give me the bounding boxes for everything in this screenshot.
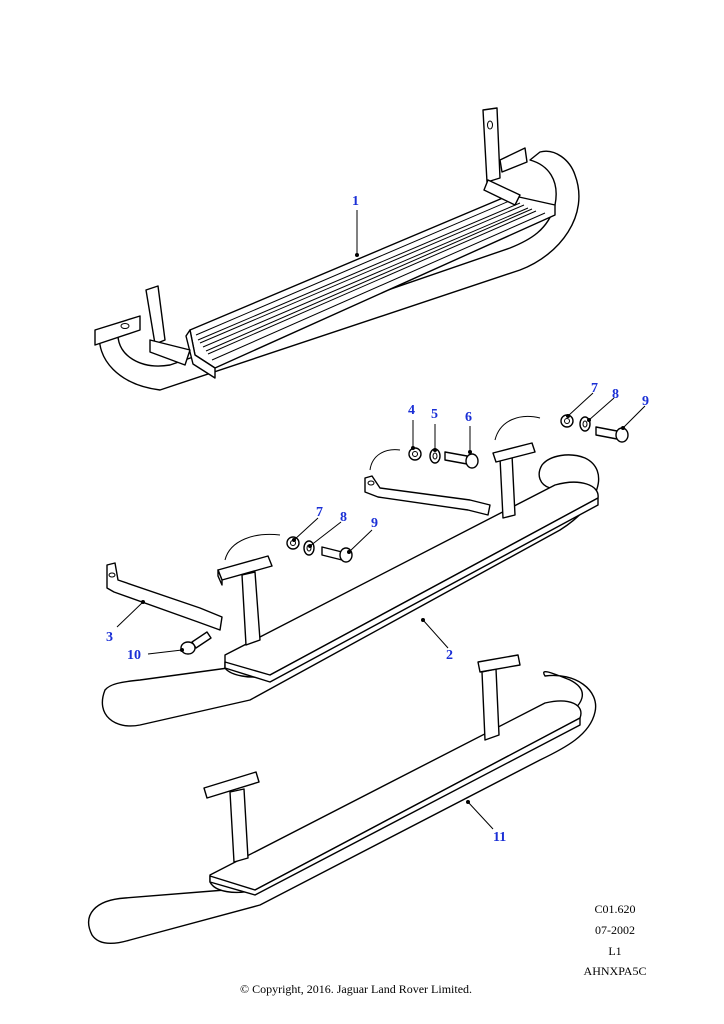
diagram-revision: L1 xyxy=(608,944,622,958)
fastener-bolt-9b xyxy=(321,546,353,563)
callout-9b: 9 xyxy=(371,516,378,531)
callout-9a: 9 xyxy=(642,394,649,409)
fastener-bolt-9a xyxy=(595,426,629,443)
callout-10: 10 xyxy=(127,648,141,663)
copyright-notice: © Copyright, 2016. Jaguar Land Rover Lim… xyxy=(239,982,473,996)
callout-11: 11 xyxy=(493,830,506,845)
side-step-assembly xyxy=(101,416,600,727)
fastener-bolt-10 xyxy=(180,631,212,655)
leader-lines xyxy=(116,210,646,830)
fastener-bolt-6 xyxy=(444,451,479,469)
callout-4: 4 xyxy=(408,403,415,418)
callout-1: 1 xyxy=(352,194,359,209)
diagram-code: AHNXPA5C xyxy=(583,964,647,978)
callout-3: 3 xyxy=(106,630,113,645)
mounting-brace xyxy=(106,562,223,631)
diagram-reference: C01.620 xyxy=(594,902,636,916)
callout-2: 2 xyxy=(446,648,453,663)
side-step-assembly-lower xyxy=(87,654,597,945)
callout-8a: 8 xyxy=(612,387,619,402)
callout-7b: 7 xyxy=(316,505,323,520)
diagram-date: 07-2002 xyxy=(595,923,635,937)
running-board-assembly-upper xyxy=(94,107,580,391)
callout-8b: 8 xyxy=(340,510,347,525)
callout-7a: 7 xyxy=(591,381,598,396)
callout-6: 6 xyxy=(465,410,472,425)
callout-5: 5 xyxy=(431,407,438,422)
fastener-washer-8b xyxy=(303,540,315,556)
fastener-nut-4 xyxy=(408,447,422,461)
